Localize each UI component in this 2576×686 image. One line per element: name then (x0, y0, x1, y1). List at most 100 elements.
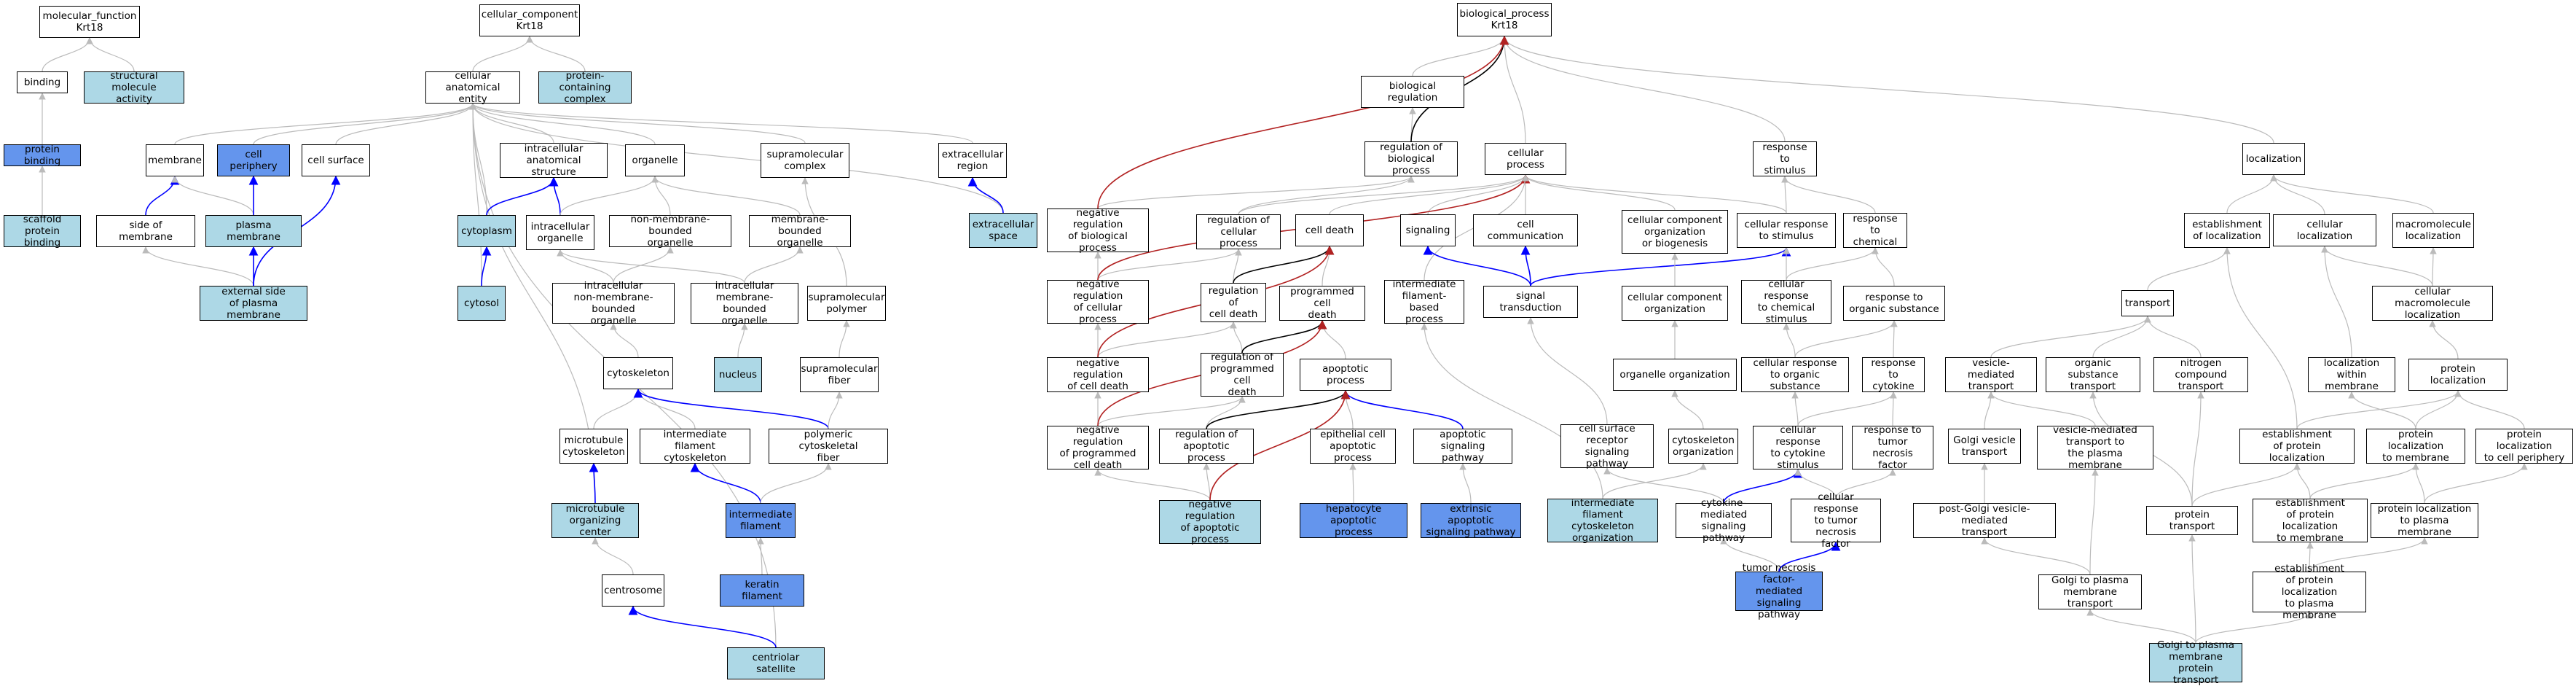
node-vesicle-mediated-transport[interactable]: vesicle-mediated transport (1945, 357, 2037, 392)
node-organelle-organization[interactable]: organelle organization (1613, 359, 1737, 391)
node-macromolecule-localization[interactable]: macromolecule localization (2392, 213, 2474, 248)
node-microtubule-cytoskeleton[interactable]: microtubule cytoskeleton (559, 429, 628, 464)
node-intracellular-membrane-bounded-organelle[interactable]: intracellular membrane-bounded organelle (691, 280, 798, 327)
node-cellular-component[interactable]: cellular_component Krt18 (479, 4, 580, 36)
node-cellular-anatomical-entity[interactable]: cellular anatomical entity (425, 70, 520, 105)
node-protein-transport[interactable]: protein transport (2146, 506, 2238, 535)
node-regulation-of-cellular-process[interactable]: regulation of cellular process (1196, 214, 1281, 249)
node-regulation-of-apoptotic-process[interactable]: regulation of apoptotic process (1159, 429, 1254, 464)
node-centrosome[interactable]: centrosome (602, 574, 664, 607)
node-localization-within-membrane[interactable]: localization within membrane (2308, 357, 2395, 392)
node-hepatocyte-apoptotic-process[interactable]: hepatocyte apoptotic process (1300, 503, 1407, 538)
node-cellular-macromolecule-localization[interactable]: cellular macromolecule localization (2372, 286, 2493, 321)
node-extracellular-space[interactable]: extracellular space (969, 213, 1037, 248)
node-polymeric-cytoskeletal-fiber[interactable]: polymeric cytoskeletal fiber (769, 429, 888, 464)
node-signaling[interactable]: signaling (1400, 214, 1456, 246)
node-supramolecular-fiber[interactable]: supramolecular fiber (800, 357, 879, 392)
node-negative-regulation-of-cell-death[interactable]: negative regulation of cell death (1047, 357, 1149, 392)
node-cell-communication[interactable]: cell communication (1473, 214, 1578, 246)
node-nucleus[interactable]: nucleus (714, 357, 762, 392)
node-extracellular-region[interactable]: extracellular region (938, 143, 1007, 178)
node-signal-transduction[interactable]: signal transduction (1483, 286, 1578, 318)
node-negative-regulation-of-apoptotic-process[interactable]: negative regulation of apoptotic process (1159, 499, 1261, 545)
node-negative-regulation-of-programmed-cell-death[interactable]: negative regulation of programmed cell d… (1047, 424, 1149, 471)
node-protein-binding[interactable]: protein binding (4, 144, 81, 167)
node-response-to-organic-substance[interactable]: response to organic substance (1843, 286, 1945, 321)
node-external-side-of-plasma-membrane[interactable]: external side of plasma membrane (200, 286, 307, 321)
node-protein-localization-to-plasma-membrane[interactable]: protein localization to plasma membrane (2371, 503, 2478, 538)
node-biological-process[interactable]: biological_process Krt18 (1457, 3, 1552, 36)
node-supramolecular-complex[interactable]: supramolecular complex (761, 143, 849, 178)
node-intermediate-filament[interactable]: intermediate filament (726, 503, 796, 538)
node-cellular-response-to-chemical-stimulus[interactable]: cellular response to chemical stimulus (1741, 278, 1831, 325)
node-cytoskeleton[interactable]: cytoskeleton (603, 357, 673, 389)
node-cellular-response-to-tumor-necrosis-factor[interactable]: cellular response to tumor necrosis fact… (1791, 491, 1881, 550)
node-plasma-membrane[interactable]: plasma membrane (205, 215, 302, 247)
node-tumor-necrosis-factor-mediated-signaling-pathway[interactable]: tumor necrosis factor-mediated signaling… (1735, 562, 1823, 620)
node-response-to-cytokine[interactable]: response to cytokine (1862, 357, 1925, 392)
node-protein-localization-to-membrane[interactable]: protein localization to membrane (2366, 429, 2465, 464)
node-nitrogen-compound-transport[interactable]: nitrogen compound transport (2153, 357, 2248, 392)
node-molecular-function[interactable]: molecular_function Krt18 (39, 6, 140, 38)
node-cytoplasm[interactable]: cytoplasm (458, 215, 516, 247)
node-scaffold-protein-binding[interactable]: scaffold protein binding (4, 214, 81, 249)
node-intracellular-organelle[interactable]: intracellular organelle (526, 215, 594, 250)
node-apoptotic-process[interactable]: apoptotic process (1300, 359, 1391, 391)
node-centriolar-satellite[interactable]: centriolar satellite (727, 647, 825, 679)
node-non-membrane-bounded-organelle[interactable]: non-membrane-bounded organelle (609, 214, 731, 249)
node-response-to-chemical[interactable]: response to chemical (1843, 213, 1907, 248)
node-side-of-membrane[interactable]: side of membrane (96, 215, 195, 247)
node-golgi-to-plasma-membrane-protein-transport[interactable]: Golgi to plasma membrane protein transpo… (2149, 639, 2242, 686)
node-vesicle-mediated-transport-to-plasma-membrane[interactable]: vesicle-mediated transport to the plasma… (2037, 424, 2153, 471)
node-cell-death[interactable]: cell death (1295, 214, 1364, 246)
node-extrinsic-apoptotic-signaling-pathway[interactable]: extrinsic apoptotic signaling pathway (1421, 503, 1521, 538)
node-intermediate-filament-cytoskeleton-organization[interactable]: intermediate filament cytoskeleton organ… (1547, 497, 1658, 544)
node-response-to-stimulus[interactable]: response to stimulus (1753, 141, 1817, 176)
node-organelle[interactable]: organelle (625, 144, 685, 176)
node-intermediate-filament-based-process[interactable]: intermediate filament-based process (1384, 278, 1464, 325)
node-transport[interactable]: transport (2121, 290, 2174, 316)
node-structural-molecule-activity[interactable]: structural molecule activity (84, 70, 184, 105)
node-establishment-of-protein-localization-to-plasma-membrane[interactable]: establishment of protein localization to… (2253, 563, 2366, 621)
node-localization[interactable]: localization (2242, 143, 2305, 175)
node-regulation-of-cell-death[interactable]: regulation of cell death (1201, 283, 1266, 322)
node-regulation-of-biological-process[interactable]: regulation of biological process (1364, 141, 1458, 176)
node-binding[interactable]: binding (17, 71, 68, 93)
node-microtubule-organizing-center[interactable]: microtubule organizing center (551, 503, 639, 538)
node-negative-regulation-of-biological-process[interactable]: negative regulation of biological proces… (1047, 207, 1149, 254)
node-cell-periphery[interactable]: cell periphery (217, 144, 290, 176)
node-cytokine-mediated-signaling-pathway[interactable]: cytokine-mediated signaling pathway (1676, 497, 1772, 544)
node-cytoskeleton-organization[interactable]: cytoskeleton organization (1668, 429, 1738, 464)
node-cellular-response-to-organic-substance[interactable]: cellular response to organic substance (1741, 357, 1849, 392)
node-cellular-localization[interactable]: cellular localization (2273, 214, 2376, 246)
node-organic-substance-transport[interactable]: organic substance transport (2046, 357, 2140, 392)
node-cellular-process[interactable]: cellular process (1485, 143, 1566, 175)
node-membrane-bounded-organelle[interactable]: membrane-bounded organelle (749, 214, 851, 249)
node-cellular-response-to-stimulus[interactable]: cellular response to stimulus (1737, 213, 1836, 248)
node-programmed-cell-death[interactable]: programmed cell death (1279, 286, 1365, 321)
node-cellular-response-to-cytokine-stimulus[interactable]: cellular response to cytokine stimulus (1753, 424, 1843, 471)
node-keratin-filament[interactable]: keratin filament (720, 574, 804, 607)
node-negative-regulation-of-cellular-process[interactable]: negative regulation of cellular process (1047, 278, 1149, 325)
node-golgi-to-plasma-membrane-transport[interactable]: Golgi to plasma membrane transport (2038, 574, 2142, 609)
node-establishment-of-protein-localization-to-membrane[interactable]: establishment of protein localization to… (2253, 497, 2368, 544)
node-establishment-of-localization[interactable]: establishment of localization (2184, 213, 2270, 248)
node-cytosol[interactable]: cytosol (458, 286, 506, 321)
node-cellular-component-organization[interactable]: cellular component organization (1622, 286, 1728, 321)
node-cell-surface[interactable]: cell surface (302, 144, 370, 176)
node-intracellular-non-membrane-bounded-organelle[interactable]: intracellular non-membrane-bounded organ… (552, 280, 675, 327)
node-apoptotic-signaling-pathway[interactable]: apoptotic signaling pathway (1413, 429, 1512, 464)
node-establishment-of-protein-localization[interactable]: establishment of protein localization (2239, 429, 2355, 464)
node-response-to-tumor-necrosis-factor[interactable]: response to tumor necrosis factor (1852, 424, 1933, 471)
node-epithelial-cell-apoptotic-process[interactable]: epithelial cell apoptotic process (1310, 429, 1396, 464)
node-protein-localization-to-cell-periphery[interactable]: protein localization to cell periphery (2475, 429, 2573, 464)
node-intermediate-filament-cytoskeleton[interactable]: intermediate filament cytoskeleton (640, 429, 750, 464)
node-post-golgi-vesicle-mediated-transport[interactable]: post-Golgi vesicle-mediated transport (1913, 503, 2056, 538)
node-intracellular-anatomical-structure[interactable]: intracellular anatomical structure (500, 143, 608, 178)
node-membrane[interactable]: membrane (146, 144, 204, 176)
node-supramolecular-polymer[interactable]: supramolecular polymer (807, 286, 886, 321)
node-cellular-component-organization-or-biogenesis[interactable]: cellular component organization or bioge… (1622, 210, 1728, 254)
node-biological-regulation[interactable]: biological regulation (1361, 76, 1464, 108)
node-protein-localization[interactable]: protein localization (2408, 359, 2508, 391)
node-protein-containing-complex[interactable]: protein-containing complex (538, 70, 632, 105)
